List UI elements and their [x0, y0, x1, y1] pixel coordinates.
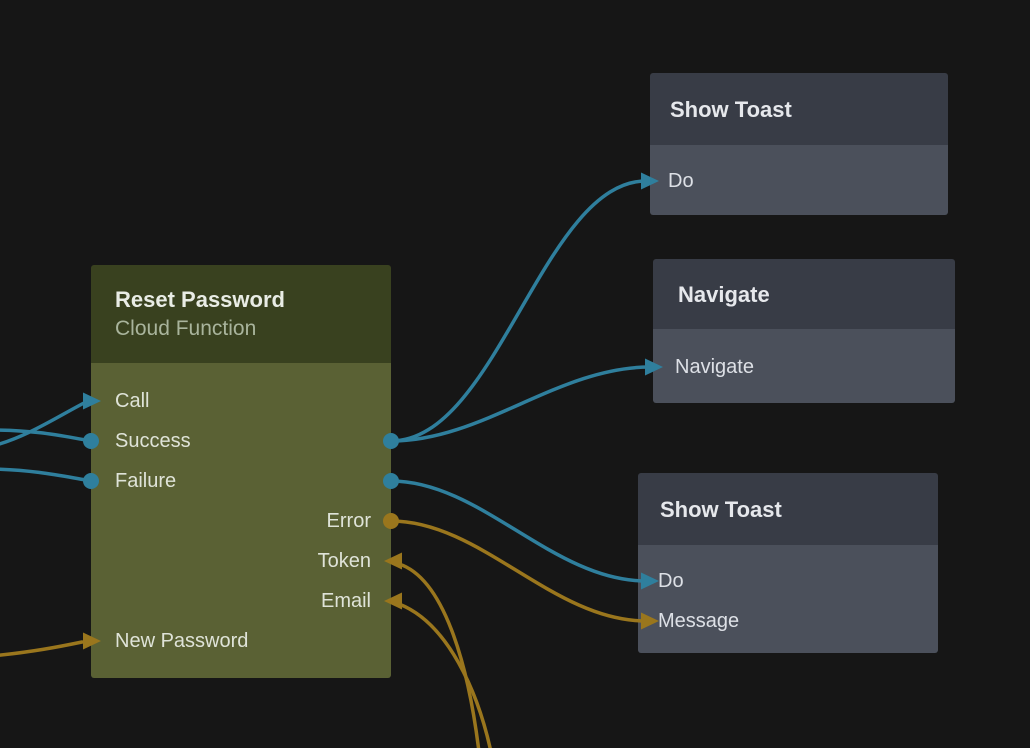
- node-title: Navigate: [678, 281, 770, 307]
- port-call[interactable]: Call: [115, 390, 150, 412]
- node-show-toast-top-header[interactable]: Show Toast: [650, 73, 948, 145]
- port-do[interactable]: Do: [658, 570, 684, 592]
- port-token[interactable]: Token: [317, 550, 371, 572]
- node-show-toast-top-body: Do: [650, 145, 948, 215]
- port-email[interactable]: Email: [320, 590, 371, 612]
- node-show-toast-bottom[interactable]: Show Toast Do Message: [638, 473, 938, 653]
- wire-failure-to-show-toast-bottom-do[interactable]: [389, 479, 648, 583]
- port-message[interactable]: Message: [658, 610, 740, 632]
- node-title: Show Toast: [660, 496, 782, 522]
- port-navigate[interactable]: Navigate: [675, 356, 754, 378]
- port-success[interactable]: Success: [115, 430, 191, 452]
- wire-error-to-message[interactable]: [389, 519, 648, 623]
- node-title: Show Toast: [670, 96, 792, 122]
- wire-failure-in[interactable]: [0, 467, 88, 482]
- wire-success-to-navigate[interactable]: [389, 365, 652, 443]
- wire-token-in[interactable]: [397, 562, 481, 748]
- port-do[interactable]: Do: [668, 170, 694, 192]
- port-error[interactable]: Error: [326, 510, 371, 532]
- node-show-toast-bottom-body: Do Message: [638, 545, 938, 653]
- node-show-toast-bottom-header[interactable]: Show Toast: [638, 473, 938, 545]
- node-navigate-body: Navigate: [653, 329, 955, 403]
- wire-success-in[interactable]: [0, 428, 88, 442]
- wire-call-in[interactable]: [0, 401, 86, 446]
- wire-email-in[interactable]: [397, 602, 492, 748]
- node-title: Reset Password: [115, 287, 285, 312]
- node-show-toast-top[interactable]: Show Toast Do: [650, 73, 948, 215]
- node-navigate[interactable]: Navigate Navigate: [653, 259, 955, 403]
- port-failure[interactable]: Failure: [115, 470, 177, 492]
- node-reset-password-body: Call Success Failure Error Token Email N…: [91, 363, 391, 678]
- node-navigate-header[interactable]: Navigate: [653, 259, 955, 329]
- wire-new-password-in[interactable]: [0, 640, 84, 657]
- port-new-password[interactable]: New Password: [115, 630, 249, 652]
- node-reset-password-header[interactable]: Reset Password Cloud Function: [91, 265, 391, 363]
- wire-success-to-show-toast-top-do[interactable]: [389, 179, 648, 443]
- node-subtitle: Cloud Function: [115, 317, 257, 340]
- node-reset-password[interactable]: Reset Password Cloud Function Call Succe…: [91, 265, 391, 678]
